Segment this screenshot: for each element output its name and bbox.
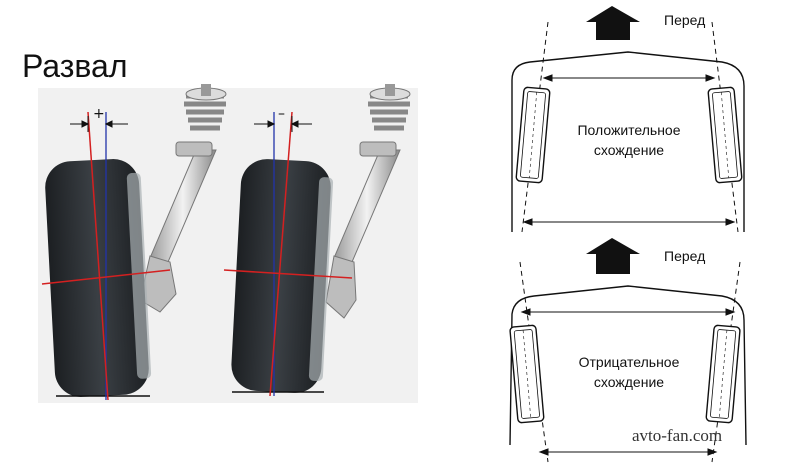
- camber-title: Развал: [22, 48, 128, 84]
- wheel-axis-left: [87, 111, 109, 401]
- strut-right: [325, 84, 411, 319]
- front-distance-bottom: [520, 308, 736, 316]
- negative-camber-wheel: –: [223, 84, 411, 397]
- car-body-outline-bottom: [509, 285, 747, 446]
- positive-toe-label-line2: схождение: [593, 142, 665, 158]
- watermark: avto-fan.com: [632, 426, 723, 445]
- rear-distance-top: [522, 218, 736, 226]
- positive-toe-label: Положительное схождение: [560, 120, 698, 160]
- direction-label-top: Перед: [664, 12, 706, 28]
- negative-toe-diagram: [509, 238, 747, 463]
- wheel-right-top: [707, 86, 743, 184]
- wheel-left-bottom: [509, 324, 545, 424]
- front-distance-top: [542, 74, 716, 82]
- negative-toe-label-line2: схождение: [593, 374, 665, 390]
- camber-dimension-left: [70, 116, 128, 132]
- positive-toe-diagram: [511, 6, 745, 233]
- wheel-right-bottom: [705, 324, 741, 424]
- camber-dimension-right: [254, 116, 312, 132]
- hub-axis-left: [41, 269, 171, 285]
- wheel-left-top: [515, 86, 551, 184]
- negative-toe-label-line1: Отрицательное: [578, 354, 680, 370]
- wheel-axis-right: [269, 111, 293, 397]
- hub-axis-right: [223, 269, 353, 279]
- negative-sign: –: [278, 106, 285, 122]
- car-body-outline-top: [511, 51, 745, 232]
- tire-right: [231, 159, 331, 393]
- arrow-up-icon: [586, 6, 640, 40]
- positive-toe-label-line1: Положительное: [577, 122, 681, 138]
- direction-label-bottom: Перед: [664, 248, 706, 264]
- rear-distance-bottom: [538, 448, 718, 456]
- negative-toe-label: Отрицательное схождение: [560, 352, 698, 392]
- camber-diagram: +: [38, 84, 418, 403]
- positive-camber-wheel: +: [41, 84, 227, 401]
- positive-sign: +: [93, 106, 105, 122]
- arrow-up-icon: [586, 238, 640, 274]
